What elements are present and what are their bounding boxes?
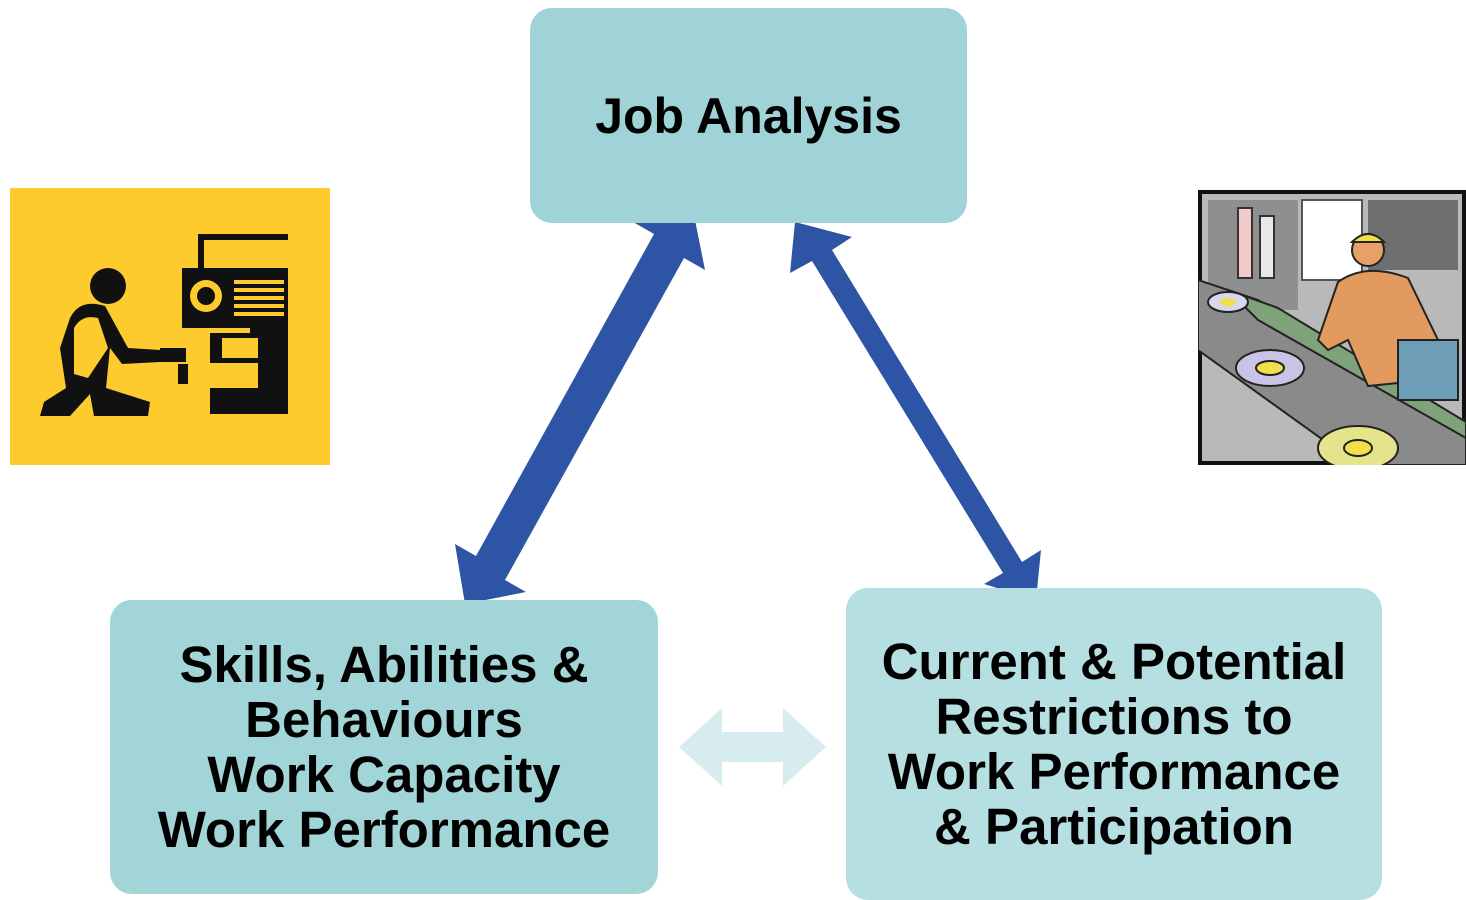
node-restrictions-line-3: Work Performance	[887, 743, 1341, 800]
node-job-analysis-label: Job Analysis	[595, 87, 902, 144]
node-skills-line-1: Skills, Abilities &	[179, 636, 589, 693]
double-arrow-left-diagonal	[455, 220, 705, 604]
double-arrow-right-diagonal	[790, 222, 1041, 600]
double-arrow-horizontal	[679, 708, 826, 786]
node-skills-line-3: Work Capacity	[207, 746, 561, 803]
factory-worker-conveyor-icon	[1198, 190, 1466, 465]
node-skills-line-2: Behaviours	[245, 691, 523, 748]
node-restrictions: Current & Potential Restrictions to Work…	[846, 588, 1382, 900]
mechanic-repairing-vehicle-icon	[10, 188, 330, 465]
node-job-analysis: Job Analysis	[530, 8, 967, 223]
node-skills-line-4: Work Performance	[157, 801, 611, 858]
node-restrictions-line-2: Restrictions to	[935, 688, 1293, 745]
node-restrictions-line-4: & Participation	[934, 798, 1294, 855]
node-restrictions-line-1: Current & Potential	[881, 633, 1347, 690]
node-skills-abilities: Skills, Abilities & Behaviours Work Capa…	[110, 600, 658, 894]
